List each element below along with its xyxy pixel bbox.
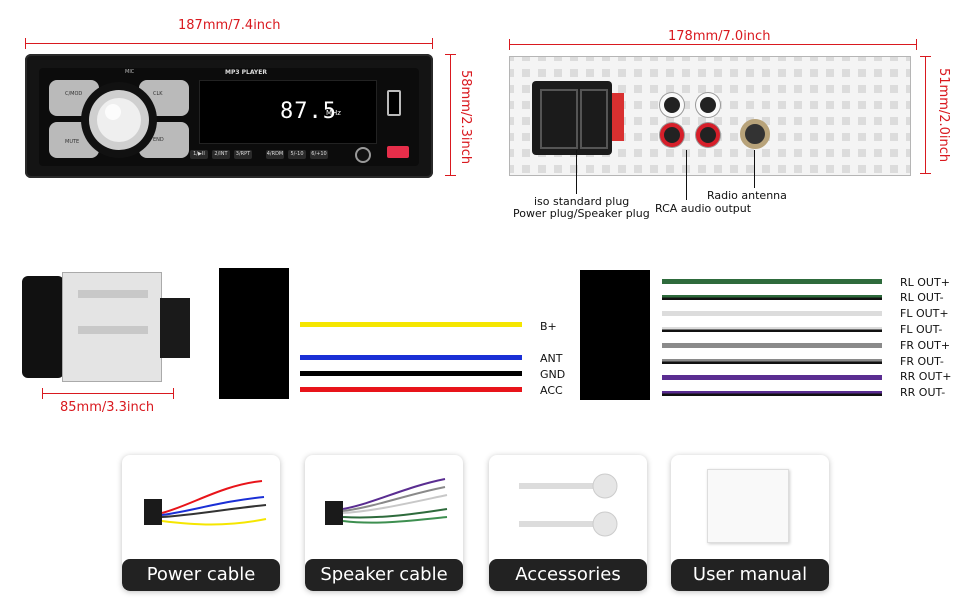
wire-label-fr-minus: FR OUT- bbox=[900, 355, 944, 368]
iso-plug-label: iso standard plug bbox=[534, 195, 630, 208]
front-height-label: 58mm/2.3inch bbox=[458, 70, 473, 165]
wire-rr-minus bbox=[662, 391, 882, 396]
wire-b-plus bbox=[300, 322, 522, 327]
preset-2[interactable]: 2/INT bbox=[212, 150, 230, 159]
wire-fl-minus bbox=[662, 327, 882, 332]
preset-6[interactable]: 6/+10 bbox=[310, 150, 328, 159]
mic-label: MIC bbox=[125, 69, 135, 75]
wire-rl-plus bbox=[662, 279, 882, 284]
wire-label-ant: ANT bbox=[540, 352, 563, 365]
accessories-card: Accessories bbox=[489, 455, 647, 591]
wire-label-fr-plus: FR OUT+ bbox=[900, 339, 951, 352]
accessories-caption: Accessories bbox=[489, 559, 647, 591]
speaker-cable-image bbox=[325, 478, 448, 525]
usb-port bbox=[387, 90, 401, 116]
power-connector-block bbox=[219, 268, 289, 399]
wire-label-b-plus: B+ bbox=[540, 320, 557, 333]
power-speaker-plug-label: Power plug/Speaker plug bbox=[513, 207, 650, 220]
front-width-label: 187mm/7.4inch bbox=[178, 18, 281, 33]
manual-booklet bbox=[707, 469, 789, 543]
rca-jack-white-2 bbox=[696, 93, 720, 117]
wire-fr-minus bbox=[662, 359, 882, 364]
wire-acc bbox=[300, 387, 522, 392]
speaker-cable-card: Speaker cable bbox=[305, 455, 463, 591]
preset-1[interactable]: 1/▶II bbox=[190, 150, 208, 159]
preset-5[interactable]: 5/-10 bbox=[288, 150, 306, 159]
keys-image bbox=[519, 473, 618, 537]
rca-output-label: RCA audio output bbox=[655, 202, 752, 215]
power-cable-image bbox=[144, 480, 267, 526]
wire-label-gnd: GND bbox=[540, 368, 566, 381]
preset-4[interactable]: 4/RDM bbox=[266, 150, 284, 159]
iso-connector bbox=[532, 81, 624, 155]
brand-label: MP3 PLAYER bbox=[225, 69, 267, 76]
wire-rl-minus bbox=[662, 295, 882, 300]
end-button[interactable]: END bbox=[153, 137, 164, 143]
control-cluster bbox=[49, 80, 189, 158]
power-cable-card: Power cable bbox=[122, 455, 280, 591]
rca-jack-white-1 bbox=[660, 93, 684, 117]
power-cable-caption: Power cable bbox=[122, 559, 280, 591]
aux-jack bbox=[355, 147, 371, 163]
back-height-line bbox=[925, 56, 926, 174]
user-manual-caption: User manual bbox=[671, 559, 829, 591]
wire-gnd bbox=[300, 371, 522, 376]
wire-label-rr-minus: RR OUT- bbox=[900, 386, 946, 399]
wire-label-rr-plus: RR OUT+ bbox=[900, 370, 952, 383]
back-panel bbox=[509, 56, 911, 176]
usb-port-red bbox=[387, 146, 409, 158]
wire-ant bbox=[300, 355, 522, 360]
frequency-unit: MHz bbox=[326, 109, 341, 117]
wire-fr-plus bbox=[662, 343, 882, 348]
depth-label: 85mm/3.3inch bbox=[60, 400, 155, 415]
lcd-display: 87.5 MHz bbox=[199, 80, 377, 144]
wire-label-acc: ACC bbox=[540, 384, 563, 397]
user-manual-card: User manual bbox=[671, 455, 829, 591]
wire-label-fl-minus: FL OUT- bbox=[900, 323, 943, 336]
rca-jack-red-2 bbox=[696, 123, 720, 147]
radio-antenna-label: Radio antenna bbox=[707, 189, 787, 202]
clk-button[interactable]: CLK bbox=[153, 91, 163, 97]
back-height-label: 51mm/2.0inch bbox=[936, 68, 951, 163]
back-width-label: 178mm/7.0inch bbox=[668, 29, 771, 44]
speaker-connector-block bbox=[580, 270, 650, 400]
wire-fl-plus bbox=[662, 311, 882, 316]
cmod-button[interactable]: C/MOD bbox=[65, 91, 83, 97]
frequency-readout: 87.5 bbox=[280, 99, 337, 124]
rca-jack-red-1 bbox=[660, 123, 684, 147]
side-view bbox=[22, 266, 194, 386]
back-width-line bbox=[509, 44, 917, 45]
speaker-cable-caption: Speaker cable bbox=[305, 559, 463, 591]
head-unit-front: MIC C/MOD CLK MUTE END MP3 PLAYER 87.5 M… bbox=[25, 54, 433, 178]
mute-button[interactable]: MUTE bbox=[65, 139, 80, 145]
front-width-line bbox=[25, 43, 433, 44]
wire-label-fl-plus: FL OUT+ bbox=[900, 307, 949, 320]
front-height-line bbox=[450, 54, 451, 176]
wire-rr-plus bbox=[662, 375, 882, 380]
antenna-socket bbox=[740, 119, 770, 149]
wire-label-rl-plus: RL OUT+ bbox=[900, 276, 950, 289]
wire-label-rl-minus: RL OUT- bbox=[900, 291, 944, 304]
preset-3[interactable]: 3/RPT bbox=[234, 150, 252, 159]
depth-line bbox=[42, 393, 174, 394]
